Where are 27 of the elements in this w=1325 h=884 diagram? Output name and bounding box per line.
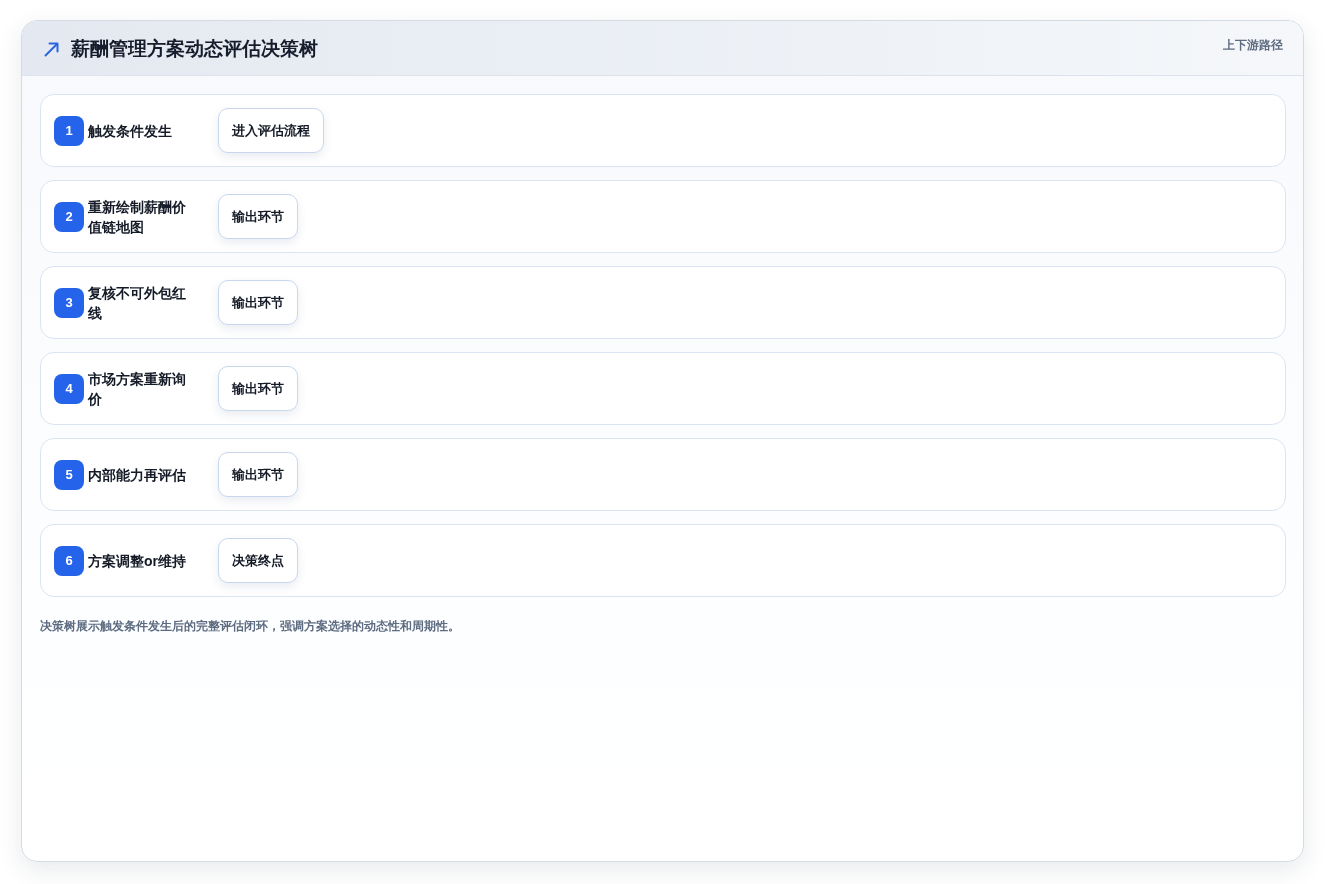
step-number-badge: 5 bbox=[54, 460, 84, 490]
title: 薪酬管理方案动态评估决策树 bbox=[71, 37, 318, 61]
step-title: 方案调整or维持 bbox=[88, 551, 187, 571]
step-number-badge: 6 bbox=[54, 546, 84, 576]
stage-tag: 输出环节 bbox=[218, 280, 298, 325]
step-row bbox=[40, 352, 1286, 425]
step-row bbox=[40, 266, 1286, 339]
stage-tag: 进入评估流程 bbox=[218, 108, 324, 153]
stage-tag: 输出环节 bbox=[218, 194, 298, 239]
step-row bbox=[40, 180, 1286, 253]
caption: 决策树展示触发条件发生后的完整评估闭环，强调方案选择的动态性和周期性。 bbox=[40, 618, 460, 634]
step-number-badge: 1 bbox=[54, 116, 84, 146]
step-row bbox=[40, 438, 1286, 511]
step-row bbox=[40, 524, 1286, 597]
stage-tag: 输出环节 bbox=[218, 366, 298, 411]
stage-tag: 输出环节 bbox=[218, 452, 298, 497]
step-number-badge: 2 bbox=[54, 202, 84, 232]
step-title: 复核不可外包红线 bbox=[88, 283, 187, 323]
step-title: 触发条件发生 bbox=[88, 121, 173, 141]
step-number-badge: 4 bbox=[54, 374, 84, 404]
step-title: 重新绘制薪酬价值链地图 bbox=[88, 197, 187, 237]
step-number-badge: 3 bbox=[54, 288, 84, 318]
step-row bbox=[40, 94, 1286, 167]
stage-tag: 决策终点 bbox=[218, 538, 298, 583]
step-title: 市场方案重新询价 bbox=[88, 369, 187, 409]
step-title: 内部能力再评估 bbox=[88, 465, 187, 485]
header-note: 上下游路径 bbox=[1223, 37, 1283, 53]
